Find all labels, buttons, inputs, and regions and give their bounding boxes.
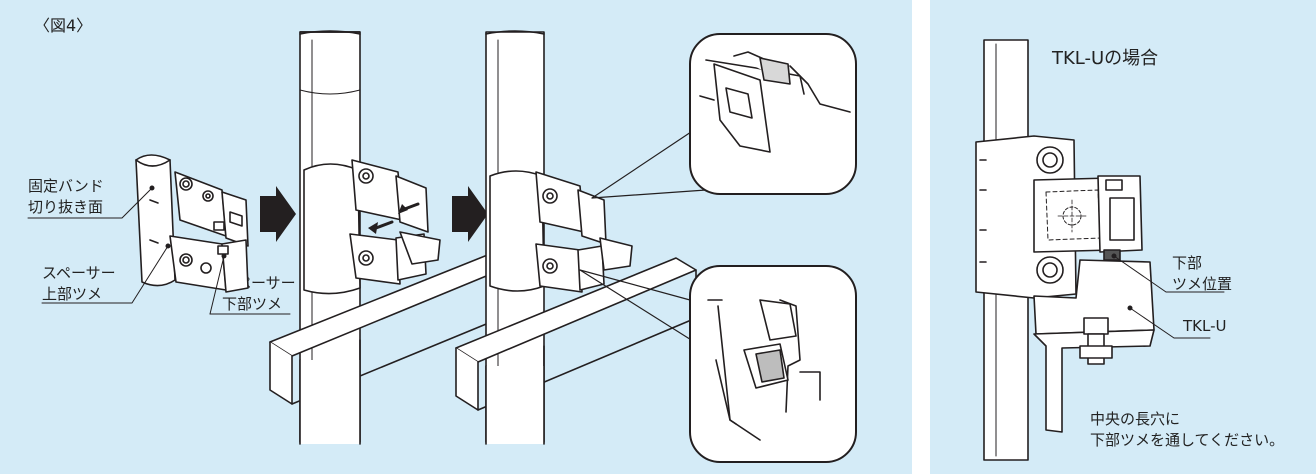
arrow-right-icon-2 (452, 186, 488, 242)
insert-arrows (368, 202, 420, 234)
callout-leaders (579, 129, 707, 349)
step1-bracket (135, 154, 249, 293)
label-spacer-lower-line2: 下部ツメ (222, 295, 283, 313)
tkl-u-leaders (1111, 253, 1225, 339)
label-lower-claw-pos-line1: 下部 (1172, 254, 1203, 272)
step1-leaders (27, 185, 291, 315)
callout-zoom-lower (689, 265, 857, 463)
label-tkl-u: TKL-U (1183, 317, 1227, 335)
instruction-line1: 中央の長穴に (1090, 410, 1181, 428)
arrow-right-icon-1 (260, 186, 296, 242)
label-lower-claw-pos-line2: ツメ位置 (1172, 275, 1233, 293)
step3-assembly (455, 30, 697, 445)
label-band-cut-line2: 切り抜き面 (28, 198, 104, 216)
tkl-u-detail (975, 39, 1155, 461)
callout-zoom-upper (689, 33, 857, 195)
label-spacer-upper-line1: スペーサー (42, 264, 116, 282)
figure-label: 〈図4〉 (34, 16, 93, 35)
label-spacer-upper-line2: 上部ツメ (42, 285, 103, 303)
instruction-line2: 下部ツメを通してください。 (1090, 431, 1285, 449)
right-title: TKL-Uの場合 (1052, 48, 1159, 69)
step2-assembly (269, 30, 531, 445)
label-band-cut-line1: 固定バンド (28, 177, 104, 195)
